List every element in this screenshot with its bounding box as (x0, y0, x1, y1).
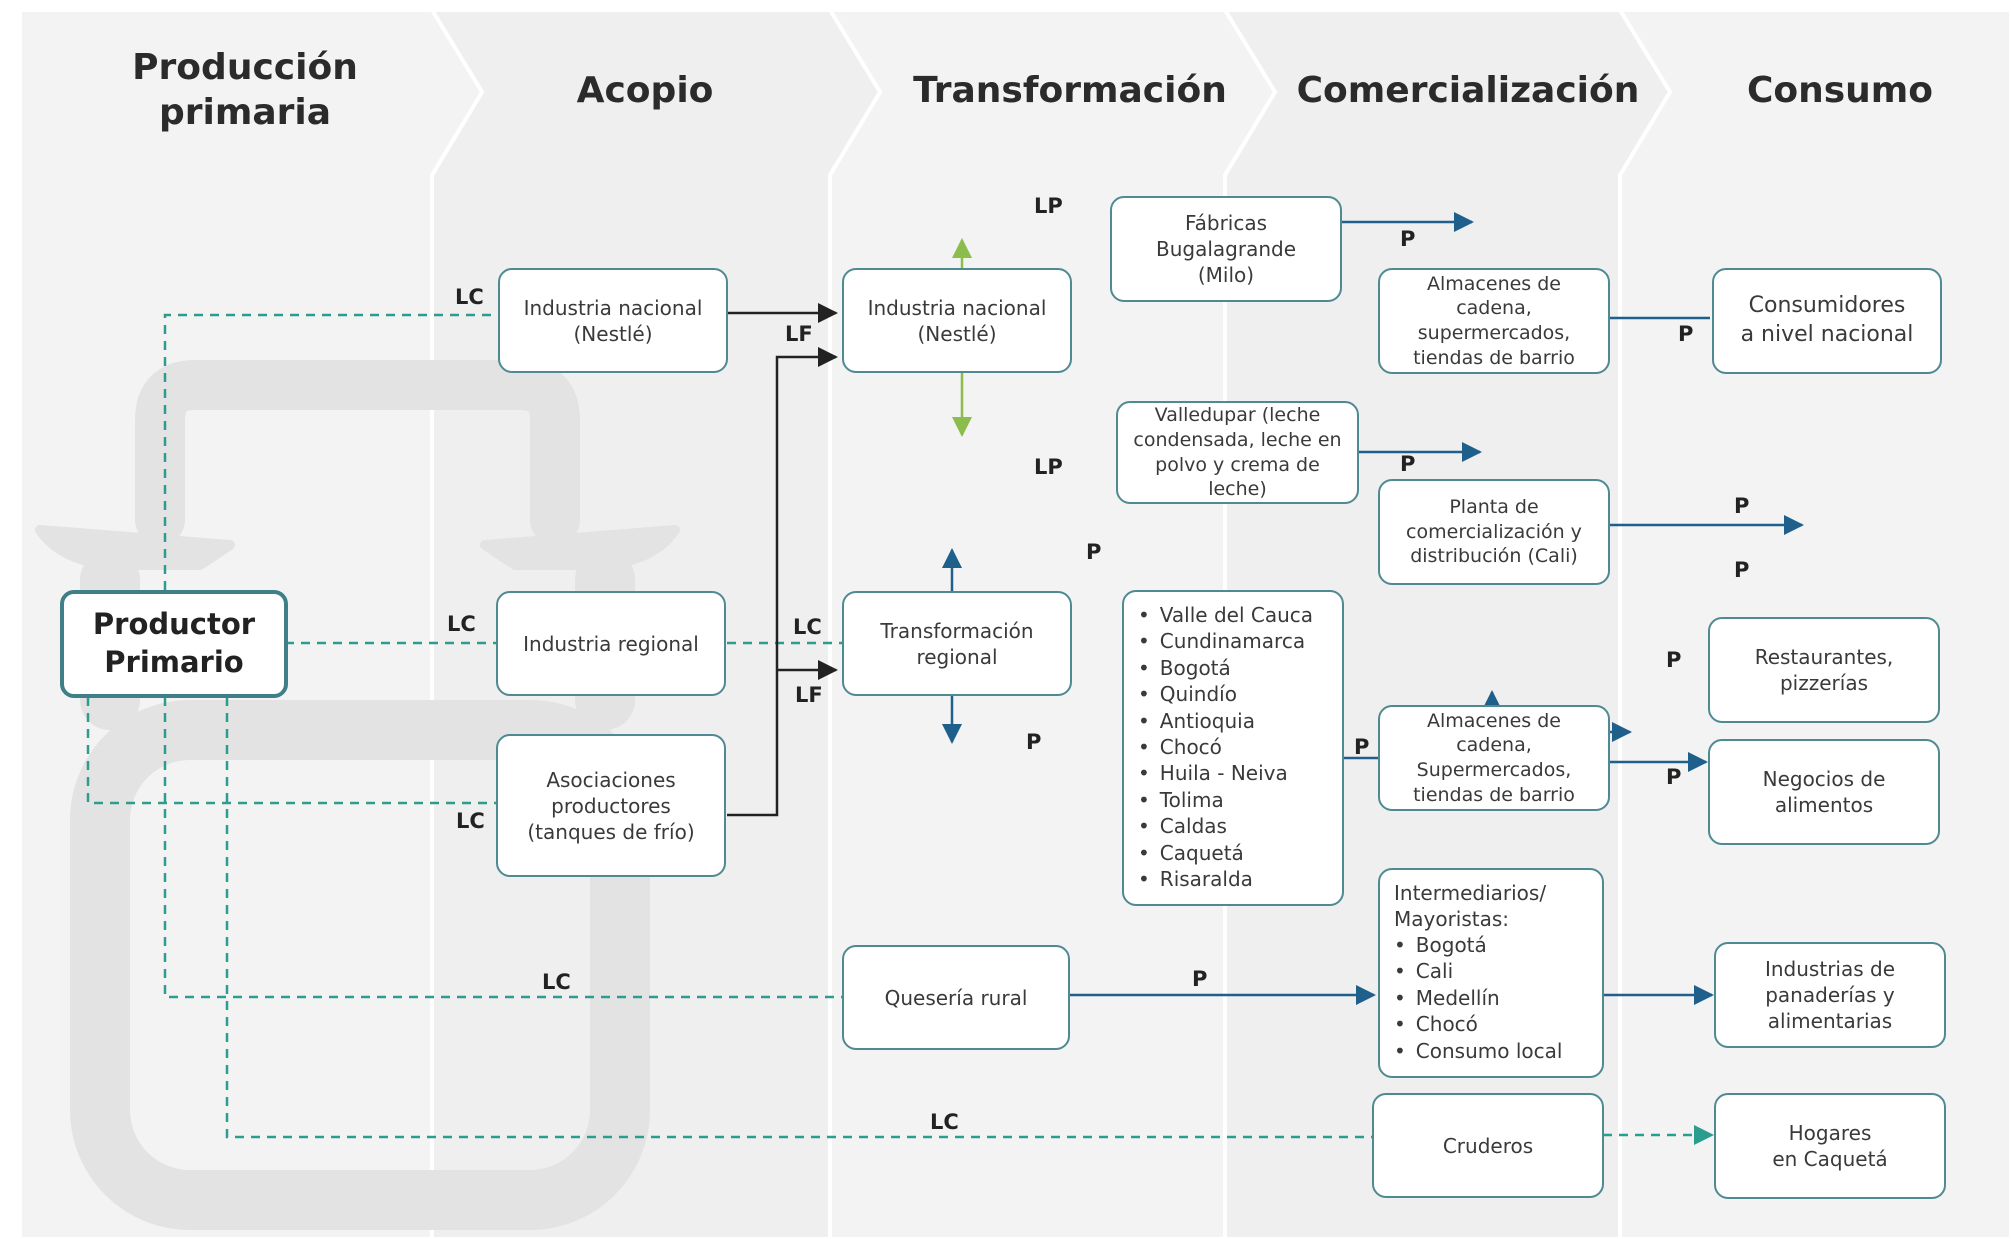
node-departamentos: Valle del Cauca Cundinamarca Bogotá Quin… (1122, 590, 1344, 906)
edge-label-p: P (1666, 765, 1682, 789)
p-connectors (942, 212, 1804, 1005)
node-negocios-alimentos: Negocios de alimentos (1708, 739, 1940, 845)
node-planta-comercializacion: Planta de comercialización y distribució… (1378, 479, 1610, 585)
intermediarios-content: Intermediarios/ Mayoristas: Bogotá Cali … (1394, 880, 1562, 1064)
node-asociaciones: Asociaciones productores (tanques de frí… (496, 734, 726, 877)
intermediarios-list: Bogotá Cali Medellín Chocó Consumo local (1394, 932, 1563, 1064)
departamento-item: Antioquia (1138, 708, 1313, 734)
departamentos-list: Valle del Cauca Cundinamarca Bogotá Quin… (1138, 602, 1313, 892)
lc-to-industria-nacional (163, 313, 500, 590)
node-hogares-caqueta: Hogares en Caquetá (1714, 1093, 1946, 1199)
node-cruderos: Cruderos (1372, 1093, 1604, 1198)
node-almacenes-cadena-2: Almacenes de cadena, Supermercados, tien… (1378, 705, 1610, 811)
edge-label-p: P (1400, 227, 1416, 251)
edge-label-lc: LC (447, 612, 476, 636)
intermediario-item: Consumo local (1394, 1038, 1563, 1064)
edge-label-p: P (1678, 322, 1694, 346)
node-industrias-panaderias: Industrias de panaderías y alimentarias (1714, 942, 1946, 1048)
stage-title-acopio: Acopio (576, 70, 714, 111)
stage-title-comercializacion: Comercialización (1296, 70, 1640, 111)
edge-label-lc: LC (793, 615, 822, 639)
node-valledupar: Valledupar (leche condensada, leche en p… (1116, 401, 1359, 504)
departamento-item: Chocó (1138, 734, 1313, 760)
lc-to-asociaciones (86, 697, 500, 805)
node-queseria-rural: Quesería rural (842, 945, 1070, 1050)
edge-label-p: P (1400, 452, 1416, 476)
node-transformacion-regional: Transformación regional (842, 591, 1072, 696)
node-intermediarios: Intermediarios/ Mayoristas: Bogotá Cali … (1378, 868, 1604, 1078)
edge-label-lp: LP (1034, 194, 1063, 218)
departamento-item: Tolima (1138, 787, 1313, 813)
edge-label-lc: LC (542, 970, 571, 994)
lc-connectors (86, 313, 1714, 1145)
intermediario-item: Medellín (1394, 985, 1562, 1011)
intermediarios-title: Intermediarios/ Mayoristas: (1394, 881, 1547, 931)
node-almacenes-cadena-1: Almacenes de cadena, supermercados, tien… (1378, 268, 1610, 374)
edge-label-p: P (1026, 730, 1042, 754)
edge-label-p: P (1086, 540, 1102, 564)
edge-label-p: P (1734, 494, 1750, 518)
lf-asociaciones-to-nacional (727, 347, 838, 817)
edge-label-p: P (1354, 735, 1370, 759)
edge-label-lf: LF (785, 322, 813, 346)
lc-to-queseria (163, 697, 842, 999)
node-consumidores-nacional: Consumidores a nivel nacional (1712, 268, 1942, 374)
edge-label-p: P (1666, 648, 1682, 672)
edge-label-lp: LP (1034, 455, 1063, 479)
lc-to-cruderos (225, 697, 1375, 1139)
edge-label-lc: LC (930, 1110, 959, 1134)
intermediario-item: Chocó (1394, 1011, 1562, 1037)
node-industria-nacional-acopio: Industria nacional (Nestlé) (498, 268, 728, 373)
node-productor-primario: Productor Primario (60, 590, 288, 698)
edge-label-lf: LF (795, 683, 823, 707)
intermediario-item: Cali (1394, 958, 1562, 984)
departamento-item: Caquetá (1138, 840, 1313, 866)
intermediario-item: Bogotá (1394, 932, 1562, 958)
departamento-item: Risaralda (1138, 866, 1313, 892)
node-industria-nacional-transformacion: Industria nacional (Nestlé) (842, 268, 1072, 373)
departamento-item: Bogotá (1138, 655, 1313, 681)
stage-title-transformacion: Transformación (913, 70, 1227, 111)
node-industria-regional: Industria regional (496, 591, 726, 696)
edge-label-lc: LC (455, 285, 484, 309)
lf-connectors (727, 303, 838, 817)
departamento-item: Quindío (1138, 681, 1313, 707)
edge-label-p: P (1734, 558, 1750, 582)
node-fabricas-bugalagrande: Fábricas Bugalagrande (Milo) (1110, 196, 1342, 302)
stage-title-produccion: Producción primaria (132, 47, 358, 133)
node-restaurantes: Restaurantes, pizzerías (1708, 617, 1940, 723)
edge-label-lc: LC (456, 809, 485, 833)
departamento-item: Caldas (1138, 813, 1313, 839)
departamento-item: Valle del Cauca (1138, 602, 1313, 628)
edge-label-p: P (1192, 967, 1208, 991)
stage-title-consumo: Consumo (1746, 70, 1934, 111)
departamento-item: Cundinamarca (1138, 628, 1313, 654)
departamento-item: Huila - Neiva (1138, 760, 1313, 786)
